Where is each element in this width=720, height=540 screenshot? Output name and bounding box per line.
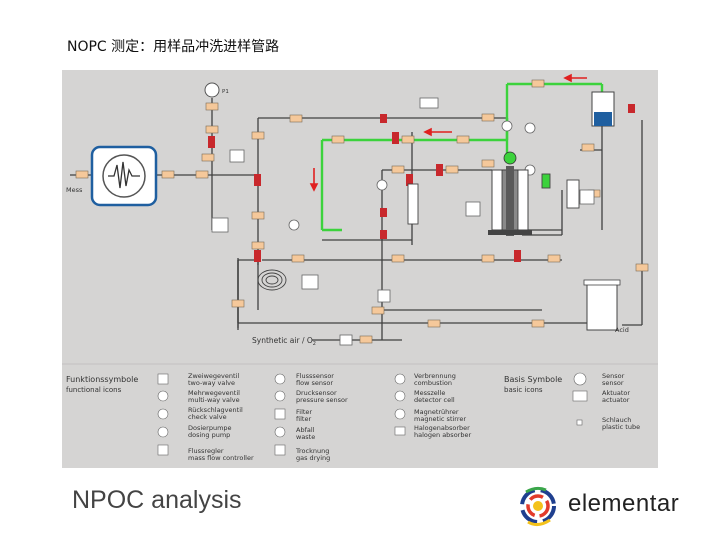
sensor-icons xyxy=(211,97,595,303)
svg-text:waste: waste xyxy=(296,433,315,441)
valves xyxy=(208,104,635,262)
svg-text:P1: P1 xyxy=(222,89,229,95)
detector-label: Mess xyxy=(66,186,83,194)
legend-item-detector-cell: Messzelle detector cell xyxy=(394,389,455,404)
svg-text:Trocknung: Trocknung xyxy=(295,447,329,455)
diagram-background xyxy=(62,70,658,468)
svg-text:Aktuator: Aktuator xyxy=(602,389,630,397)
legend-process: Verbrennung combustion Messzelle detecto… xyxy=(394,372,471,439)
legend-item-halogen-absorber: Halogenabsorber halogen absorber xyxy=(394,424,471,439)
flow-arrows xyxy=(309,73,587,192)
detector-box: Mess xyxy=(66,145,158,207)
node-boxes xyxy=(75,79,649,344)
flow-diagram: Mess P1 xyxy=(62,70,658,468)
legend-item-sensor: Sensor sensor xyxy=(573,372,625,387)
legend-sensors: Flusssensor flow sensor Drucksensor pres… xyxy=(274,372,348,462)
svg-text:check valve: check valve xyxy=(188,413,227,421)
svg-text:pressure sensor: pressure sensor xyxy=(296,396,348,404)
svg-text:actuator: actuator xyxy=(602,396,630,404)
svg-text:mass flow controller: mass flow controller xyxy=(188,454,254,462)
svg-text:Flusssensor: Flusssensor xyxy=(296,372,334,380)
legend-item-flow-sensor: Flusssensor flow sensor xyxy=(274,372,334,387)
svg-text:Filter: Filter xyxy=(296,408,312,416)
sample-vessel xyxy=(591,91,615,127)
svg-text:Dosierpumpe: Dosierpumpe xyxy=(188,424,232,432)
svg-text:detector cell: detector cell xyxy=(414,396,455,404)
svg-text:halogen absorber: halogen absorber xyxy=(414,431,471,439)
svg-text:Rückschlagventil: Rückschlagventil xyxy=(188,406,243,414)
svg-text:filter: filter xyxy=(296,415,311,423)
svg-text:Magnetrührer: Magnetrührer xyxy=(414,408,459,416)
acid-bottle: Acid xyxy=(583,279,629,334)
legend-item-check-valve: Rückschlagventil check valve xyxy=(157,406,243,421)
footer-title: NPOC analysis xyxy=(72,486,242,514)
svg-text:Schlauch: Schlauch xyxy=(602,416,631,424)
svg-text:plastic tube: plastic tube xyxy=(602,423,640,431)
svg-text:multi-way valve: multi-way valve xyxy=(188,396,240,404)
svg-text:flow sensor: flow sensor xyxy=(296,379,333,387)
svg-text:dosing pump: dosing pump xyxy=(188,431,230,439)
svg-text:Synthetic air / O2: Synthetic air / O2 xyxy=(252,336,316,347)
elementar-logo-text: elementar xyxy=(568,490,680,517)
legend-item-waste: Abfall waste xyxy=(274,426,315,441)
svg-text:Verbrennung: Verbrennung xyxy=(414,372,456,380)
legend-item-magnetic-stirrer: Magnetrührer magnetic stirrer xyxy=(394,408,466,423)
svg-text:Flussregler: Flussregler xyxy=(188,447,224,455)
legend-item-mass-flow-controller: Flussregler mass flow controller xyxy=(157,444,254,462)
svg-text:sensor: sensor xyxy=(602,379,624,387)
slide-title: NOPC 测定：用样品冲洗进样管路 xyxy=(67,39,280,55)
svg-text:Zweiwegeventil: Zweiwegeventil xyxy=(188,372,239,380)
svg-text:Sensor: Sensor xyxy=(602,372,625,380)
legend-item-multi-way-valve: Mehrwegeventil multi-way valve xyxy=(157,389,240,404)
legend-item-plastic-tube: Schlauch plastic tube xyxy=(576,416,640,431)
legend-item-two-way-valve: Zweiwegeventil two-way valve xyxy=(157,372,239,387)
svg-text:gas drying: gas drying xyxy=(296,454,330,462)
legend-item-dosing-pump: Dosierpumpe dosing pump xyxy=(157,424,232,439)
svg-text:functional icons: functional icons xyxy=(66,386,122,394)
svg-text:Mehrwegeventil: Mehrwegeventil xyxy=(188,389,240,397)
svg-text:magnetic stirrer: magnetic stirrer xyxy=(414,415,466,423)
legend-functional: Funktionssymbole functional icons Zweiwe… xyxy=(66,372,254,462)
combustion-furnace xyxy=(488,151,532,236)
svg-text:Drucksensor: Drucksensor xyxy=(296,389,337,397)
svg-text:Basis Symbole: Basis Symbole xyxy=(504,375,562,384)
elementar-logo-icon xyxy=(520,486,556,527)
svg-text:Abfall: Abfall xyxy=(296,426,315,434)
svg-text:Halogenabsorber: Halogenabsorber xyxy=(414,424,470,432)
svg-text:Funktionssymbole: Funktionssymbole xyxy=(66,375,138,384)
pump-p1: P1 xyxy=(204,82,229,98)
legend-basic: Basis Symbole basic icons Sensor sensor … xyxy=(504,372,640,431)
legend-item-pressure-sensor: Drucksensor pressure sensor xyxy=(274,389,348,404)
acid-label: Acid xyxy=(615,326,629,334)
legend-item-gas-drying: Trocknung gas drying xyxy=(274,444,330,462)
legend-item-combustion: Verbrennung combustion xyxy=(394,372,456,387)
legend-item-filter: Filter filter xyxy=(274,408,312,423)
svg-text:basic icons: basic icons xyxy=(504,386,543,394)
synthetic-air-label: Synthetic air / O2 xyxy=(252,334,353,347)
sample-loop-coil xyxy=(257,269,287,291)
svg-text:combustion: combustion xyxy=(414,379,452,387)
legend-item-actuator: Aktuator actuator xyxy=(572,389,630,404)
svg-text:two-way valve: two-way valve xyxy=(188,379,235,387)
svg-text:Messzelle: Messzelle xyxy=(414,389,445,397)
dosing-tubes xyxy=(407,173,580,225)
